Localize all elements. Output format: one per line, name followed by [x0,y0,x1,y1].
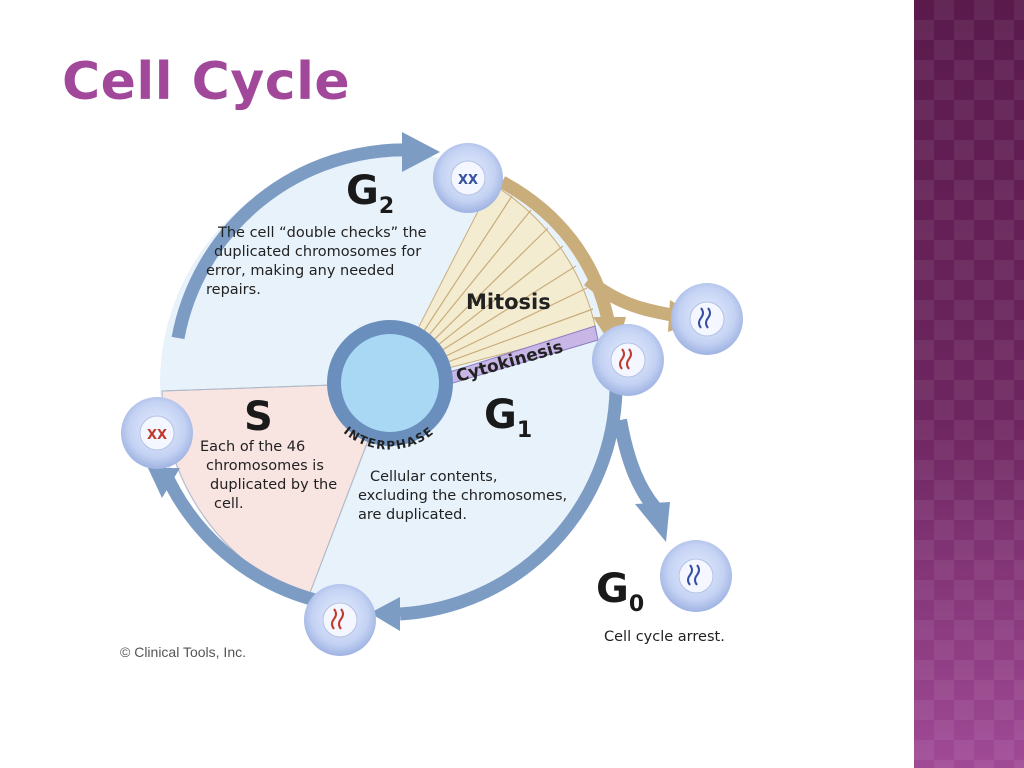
g2-return-arrow-arc [171,143,411,340]
s-arrow-arc [158,467,317,607]
cell-cytokinesis [592,324,664,396]
cell-cycle-diagram: XX XX INTERPHASE [100,120,780,680]
g1-label: G1 [484,392,533,443]
g0-description: Cell cycle arrest. [604,629,725,645]
svg-text:XX: XX [147,428,167,443]
g0-arrow-head [635,502,670,542]
cell-cycle-graphic: XX XX INTERPHASE [121,132,743,656]
interphase-nucleus [341,334,439,432]
g1-desc-line: excluding the chromosomes, [358,488,568,504]
s-desc-line: chromosomes is [206,458,324,474]
sidebar-pattern [914,0,1024,768]
slide-title: Cell Cycle [62,52,351,112]
g0-label: G0 [596,566,645,617]
g2-desc-line: repairs. [206,282,261,298]
sidebar-decoration [914,0,1024,768]
cell-mitosis-branch [671,283,743,355]
g2-desc-line: duplicated chromosomes for [214,244,422,260]
s-desc-line: Each of the 46 [200,439,306,455]
g2-label: G2 [346,168,395,219]
g1-description: Cellular contents, excluding the chromos… [358,468,567,525]
g2-desc-line: error, making any needed [206,263,395,279]
g1-arrow-arc [399,389,623,621]
s-desc-line: cell. [214,496,244,512]
cell-g1-bottom [304,584,376,656]
g1-desc-line: are duplicated. [358,507,467,523]
g1-desc-line: Cellular contents, [370,469,498,485]
s-label: S [244,394,273,440]
mitosis-arrow-arc [498,176,615,322]
g2-desc-line: The cell “double checks” the [218,225,427,241]
svg-text:XX: XX [458,173,478,188]
g0-branch-arc [613,418,661,513]
g2-arrow-head [402,132,440,172]
s-arrow-head [148,468,180,498]
cell-g0 [660,540,732,612]
mitosis-branch-arc [583,274,674,322]
cell-g2-top: XX [433,143,503,213]
s-desc-line: duplicated by the [210,477,338,493]
g2-description: The cell “double checks” the duplicated … [206,224,427,300]
cell-s-left: XX [121,397,193,469]
mitosis-label: Mitosis [466,290,551,314]
credit-text: © Clinical Tools, Inc. [120,644,246,660]
s-description: Each of the 46 chromosomes is duplicated… [200,438,337,514]
g1-arrow-head [370,597,400,631]
